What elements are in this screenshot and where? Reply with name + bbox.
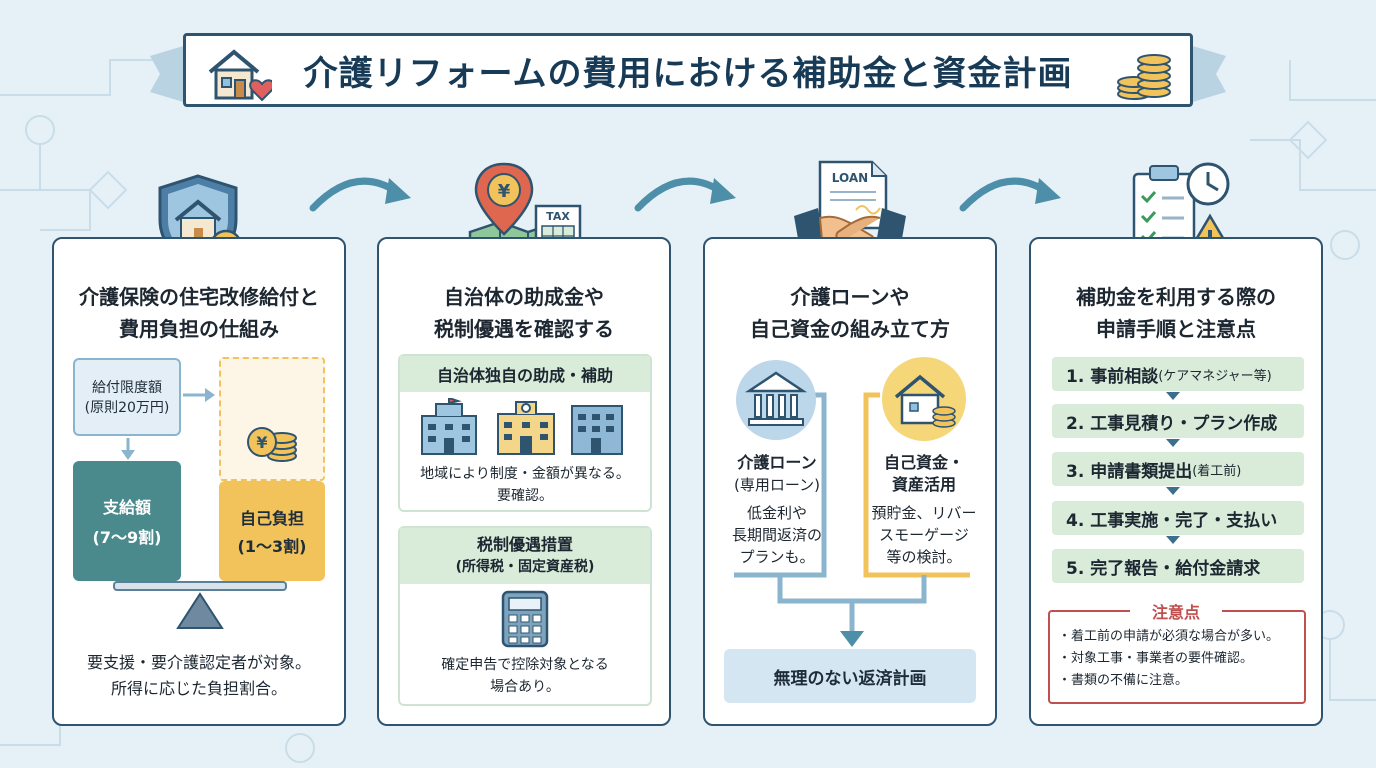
own-funds-text: 自己資金・ 資産活用 預貯金、リバー スモーゲージ 等の検討。 (862, 452, 986, 568)
flow-arrow-1 (309, 177, 411, 212)
step-arrow-3 (1166, 487, 1180, 495)
care-loan-note-line2: 長期間返済の (731, 526, 822, 544)
caution-heading: 注意点 (1130, 599, 1222, 623)
own-funds-label: 自己資金・ (883, 453, 964, 472)
card1-footer-line2: 所得に応じた負担割合。 (110, 679, 287, 698)
balance-scale-icon (113, 581, 287, 629)
self-pay-placeholder (219, 357, 325, 481)
flow-arrow-2 (634, 177, 736, 212)
tax-doc-label: TAX (546, 210, 570, 223)
card4-title-line1: 補助金を利用する際の (1076, 285, 1276, 309)
step-3-sub: (着工前) (1192, 463, 1242, 479)
municipal-buildings-icon (421, 398, 623, 455)
self-pay-label: 自己負担 (239, 509, 304, 528)
card1-footer-line1: 要支援・要介護認定者が対象。 (86, 653, 311, 672)
page-title: 介護リフォームの費用における補助金と資金計画 (303, 53, 1073, 94)
arrow-right-icon (183, 388, 215, 402)
card2-title: 自治体の助成金や 税制優遇を確認する (377, 281, 671, 345)
card3-title: 介護ローンや 自己資金の組み立て方 (703, 281, 997, 345)
care-loan-note-line3: プランも。 (739, 548, 815, 566)
paid-amount-label: 支給額 (102, 498, 151, 517)
card2-title-line2: 税制優遇を確認する (434, 317, 614, 341)
card1-title: 介護保険の住宅改修給付と 費用負担の仕組み (52, 281, 346, 345)
step-2-label: 2. 工事見積り・プラン作成 (1066, 413, 1278, 434)
calculator-icon (501, 590, 549, 648)
step-2: 2. 工事見積り・プラン作成 (1052, 404, 1304, 438)
house-heart-icon (208, 49, 272, 102)
house-coins-icon (882, 357, 966, 441)
loan-flow-connectors (734, 392, 970, 647)
yen-coin-icon: ¥ (247, 427, 297, 462)
card2-title-line1: 自治体の助成金や (444, 285, 604, 309)
card4-title-line2: 申請手順と注意点 (1096, 317, 1256, 341)
benefit-limit-label: 給付限度額 (92, 380, 162, 396)
bank-icon (736, 360, 816, 440)
caution-box (1048, 610, 1306, 704)
self-pay-box: 自己負担 (1〜3割) (219, 481, 325, 581)
care-loan-note-line1: 低金利や (746, 504, 807, 522)
care-loan-sub: (専用ローン) (734, 476, 820, 494)
card3-title-line2: 自己資金の組み立て方 (750, 317, 950, 341)
flow-arrow-3 (959, 177, 1061, 212)
card-loan (703, 237, 997, 726)
caution-item-3: ・書類の不備に注意。 (1058, 673, 1189, 688)
card3-title-line1: 介護ローンや (790, 285, 910, 309)
self-pay-ratio: (1〜3割) (237, 537, 307, 556)
step-4-label: 4. 工事実施・完了・支払い (1066, 510, 1278, 531)
step-3: 3. 申請書類提出(着工前) (1052, 452, 1304, 486)
arrow-down-icon (121, 438, 135, 460)
local-subsidy-note: 地域により制度・金額が異なる。 要確認。 (398, 463, 652, 507)
step-arrow-4 (1166, 536, 1180, 544)
step-3-label: 3. 申請書類提出 (1066, 461, 1193, 482)
tax-benefit-heading: 税制優遇措置 (所得税・固定資産税) (400, 528, 650, 584)
tax-benefit-heading-line2: (所得税・固定資産税) (455, 559, 595, 575)
own-funds-note-line3: 等の検討。 (886, 548, 962, 566)
step-1: 1. 事前相談(ケアマネジャー等) (1052, 357, 1304, 391)
step-1-sub: (ケアマネジャー等) (1158, 368, 1272, 384)
caution-list: ・着工前の申請が必須な場合が多い。 ・対象工事・事業者の要件確認。 ・書類の不備… (1058, 626, 1302, 692)
caution-item-1: ・着工前の申請が必須な場合が多い。 (1058, 629, 1280, 644)
local-subsidy-note-line2: 要確認。 (497, 488, 553, 504)
tax-benefit-note-line2: 場合あり。 (490, 679, 560, 695)
step-arrow-1 (1166, 392, 1180, 400)
card1-title-line2: 費用負担の仕組み (119, 317, 279, 341)
care-loan-text: 介護ローン (専用ローン) 低金利や 長期間返済の プランも。 (718, 452, 836, 568)
card1-title-line1: 介護保険の住宅改修給付と (79, 285, 319, 309)
repayment-plan-box: 無理のない返済計画 (724, 649, 976, 703)
step-5-label: 5. 完了報告・給付金請求 (1066, 558, 1261, 579)
step-4: 4. 工事実施・完了・支払い (1052, 501, 1304, 535)
local-subsidy-heading: 自治体独自の助成・補助 (400, 356, 650, 392)
own-funds-sub: 資産活用 (891, 475, 956, 494)
paid-amount-box: 支給額 (7〜9割) (73, 461, 181, 581)
tax-benefit-note-line1: 確定申告で控除対象となる (441, 657, 609, 673)
repayment-plan-label: 無理のない返済計画 (773, 668, 927, 689)
own-funds-note-line1: 預貯金、リバー (871, 504, 977, 522)
step-5: 5. 完了報告・給付金請求 (1052, 549, 1304, 583)
svg-text:¥: ¥ (256, 433, 267, 452)
card4-title: 補助金を利用する際の 申請手順と注意点 (1029, 281, 1323, 345)
benefit-limit-amount: (原則20万円) (84, 400, 170, 416)
loan-doc-label: LOAN (832, 171, 868, 185)
caution-item-2: ・対象工事・事業者の要件確認。 (1058, 651, 1254, 666)
tax-benefit-note: 確定申告で控除対象となる 場合あり。 (398, 654, 652, 698)
step-1-label: 1. 事前相談 (1066, 366, 1159, 387)
local-subsidy-note-line1: 地域により制度・金額が異なる。 (420, 466, 630, 482)
own-funds-note-line2: スモーゲージ (879, 526, 969, 544)
care-loan-label: 介護ローン (737, 453, 817, 472)
svg-text:¥: ¥ (498, 181, 511, 202)
paid-amount-ratio: (7〜9割) (92, 528, 162, 547)
benefit-limit-box: 給付限度額 (原則20万円) (73, 358, 181, 436)
title-banner: 介護リフォームの費用における補助金と資金計画 (183, 33, 1193, 107)
tax-benefit-heading-line1: 税制優遇措置 (476, 535, 573, 554)
step-arrow-2 (1166, 439, 1180, 447)
coin-stack-icon (1117, 54, 1171, 100)
card1-footer: 要支援・要介護認定者が対象。 所得に応じた負担割合。 (62, 650, 336, 702)
